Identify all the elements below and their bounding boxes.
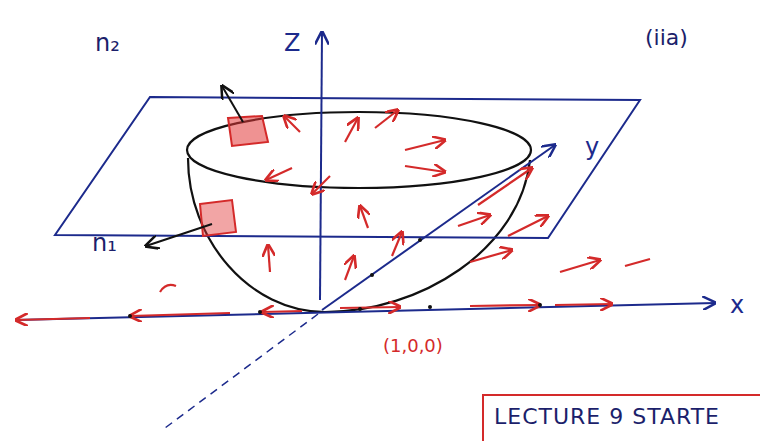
note-box: LECTURE 9 STARTE bbox=[482, 394, 760, 441]
axis-label: x bbox=[730, 292, 744, 318]
axis-label: Z bbox=[284, 30, 300, 56]
y-axis bbox=[322, 145, 555, 310]
bowl-rim bbox=[187, 112, 531, 188]
normal-label: n₂ bbox=[95, 30, 120, 56]
normal-vector bbox=[222, 86, 243, 122]
figure-number: (iia) bbox=[645, 26, 688, 50]
z-axis bbox=[320, 32, 322, 300]
axis-ticks bbox=[128, 238, 542, 318]
normal-label: n₁ bbox=[92, 230, 117, 256]
vector-field bbox=[16, 110, 650, 320]
normal-vector bbox=[146, 224, 212, 246]
hemisphere-outline bbox=[188, 158, 530, 312]
cutting-plane bbox=[55, 97, 640, 238]
axis-label: y bbox=[585, 134, 599, 160]
note-text: LECTURE 9 STARTE bbox=[494, 404, 752, 429]
y-axis-negative bbox=[165, 314, 318, 428]
surface-patch bbox=[200, 200, 236, 236]
surface-patch bbox=[228, 116, 268, 146]
x-axis bbox=[15, 303, 715, 320]
point-label: (1,0,0) bbox=[383, 336, 443, 356]
